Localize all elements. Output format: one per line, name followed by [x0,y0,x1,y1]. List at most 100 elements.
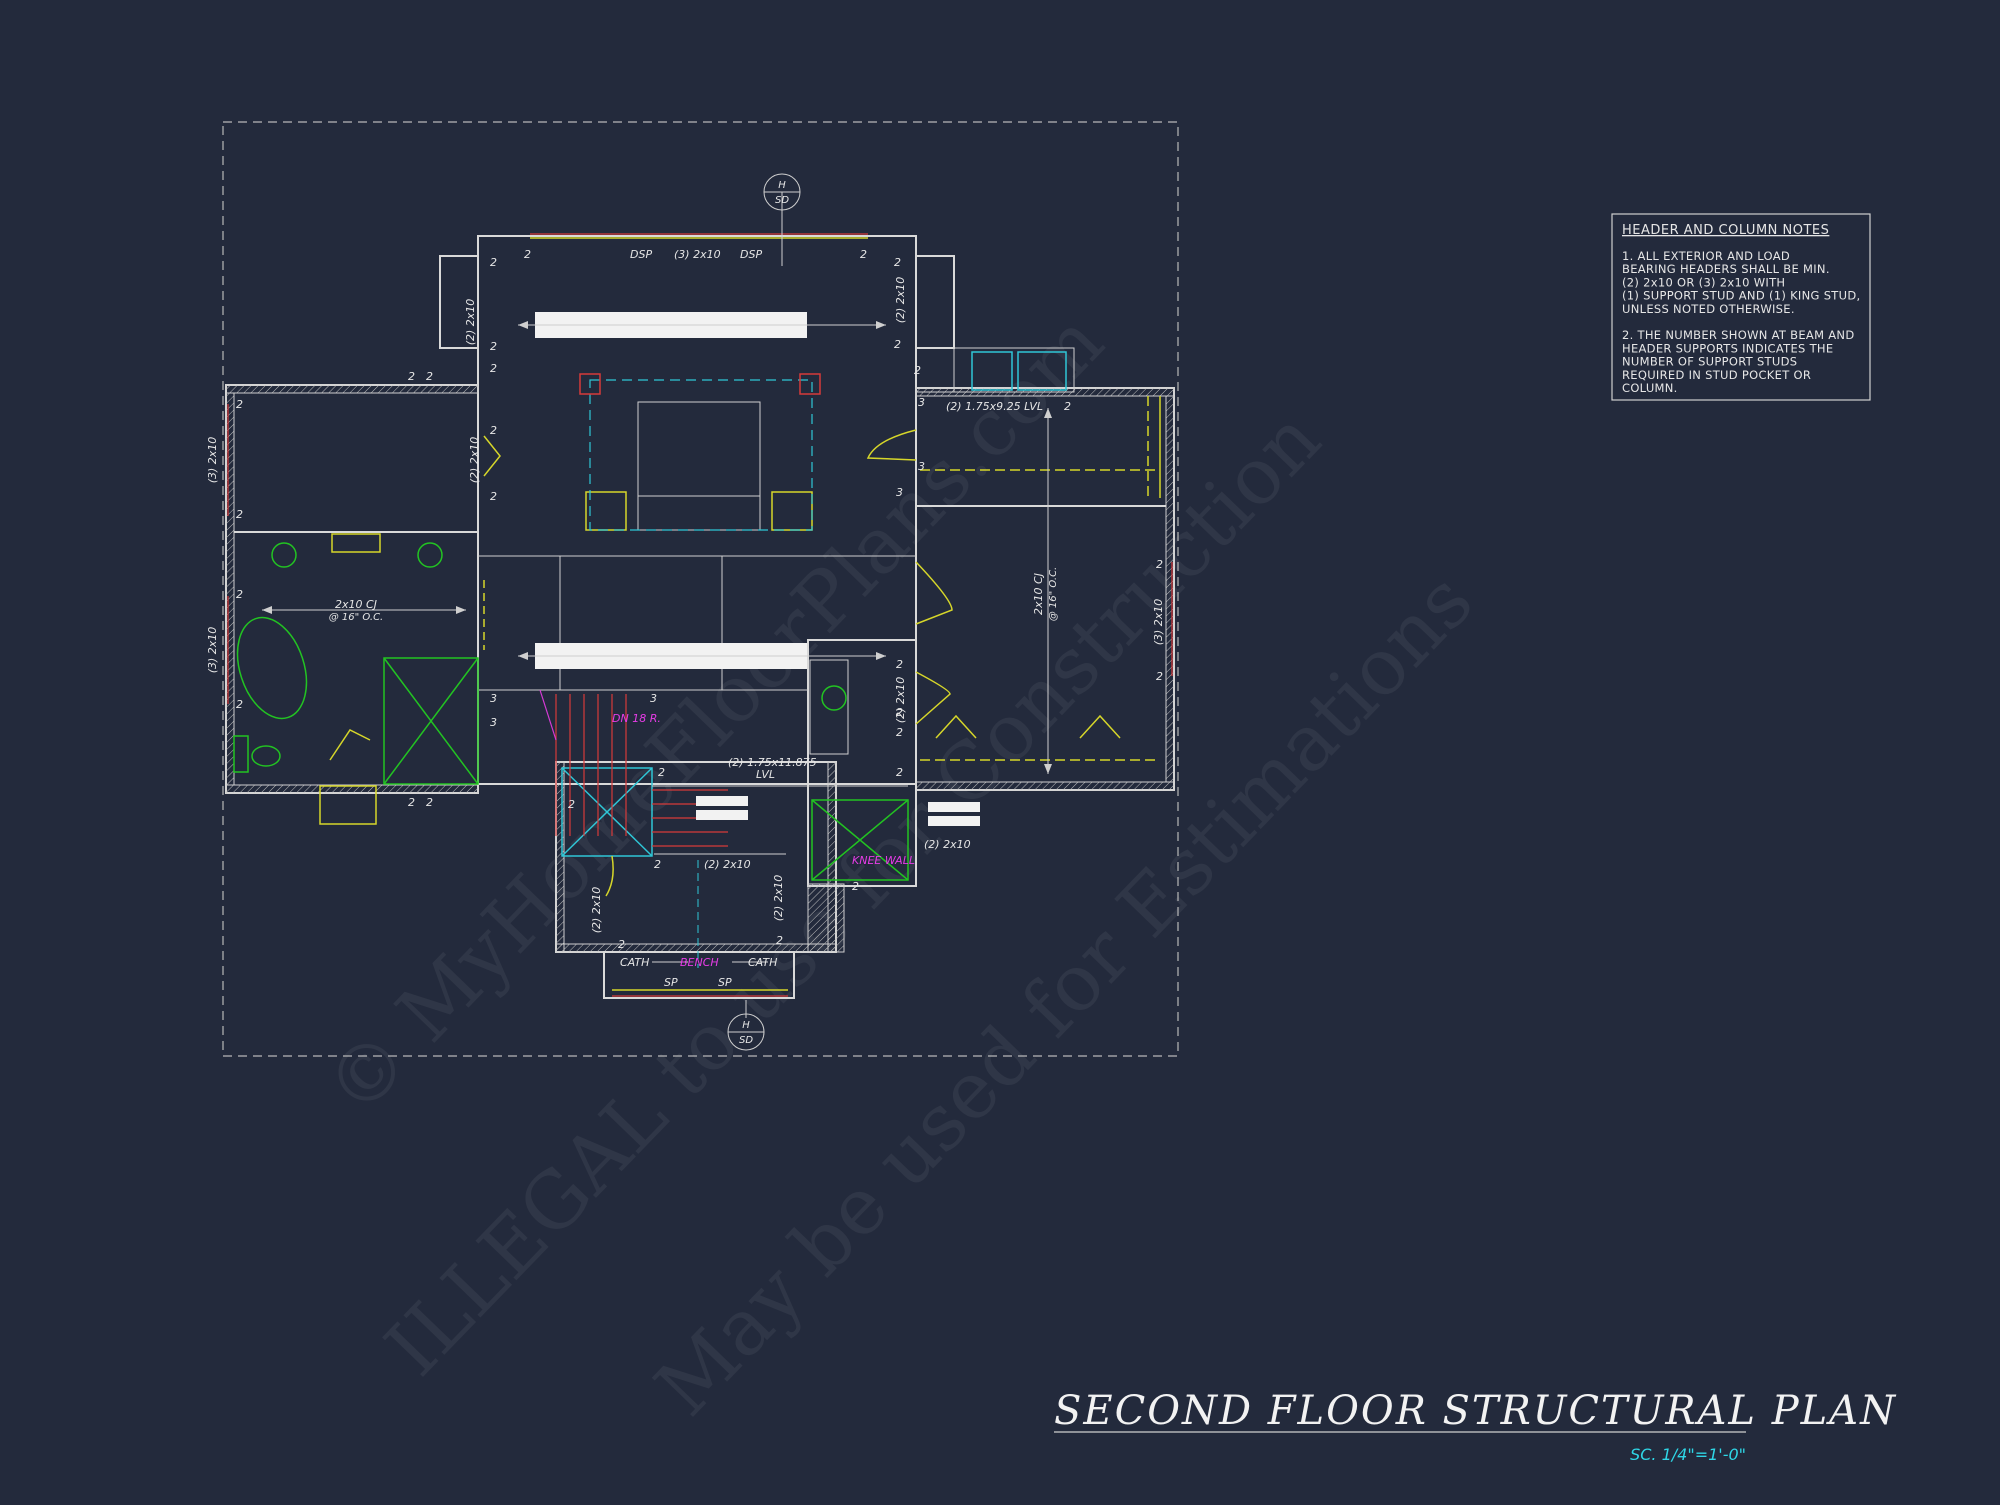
label-header-left-lower: (3) 2x10 [206,627,219,674]
label-header-closet: (2) 2x10 [894,677,907,724]
label-2-top-a: 2 [524,248,531,261]
step-left [319,785,377,825]
shower-left-x2 [383,657,479,785]
label-2-lw-bot-b: 2 [426,796,433,809]
shower-left [383,657,479,785]
notes-line: NUMBER OF SUPPORT STUDS [1622,355,1797,369]
notes-line: COLUMN. [1622,381,1678,395]
nightstand-left [585,491,627,531]
label-2-lw-bot-a: 2 [408,796,415,809]
chase-box [561,767,653,857]
laundry-counter [809,659,849,755]
label-2-lower-c: 2 [654,858,661,871]
label-2-top-b: 2 [860,248,867,261]
label-stair-dn: DN 18 R. [612,712,661,725]
wall-left-wing-side-hatch [225,392,235,786]
wall-right-wing-side-hatch [1165,395,1175,783]
label-2-ur3: 2 [914,364,921,377]
label-lvl-1: (2) 1.75x9.25 LVL [946,400,1043,413]
toilet-tank-left [233,735,249,773]
label-header-top: (3) 2x10 [674,248,721,261]
label-header-bumpout-left: (2) 2x10 [464,299,477,346]
label-2-lvl1: 2 [1064,400,1071,413]
notes-heading: HEADER AND COLUMN NOTES [1622,223,1829,238]
washer [821,685,847,711]
nightstand-right [771,491,813,531]
wall-bottom-bay [603,951,795,999]
notes-frame [1611,213,1871,401]
label-2-lower-d: 2 [618,938,625,951]
door-swing-5 [483,435,501,477]
wall-left-wing-top-hatch [225,384,479,394]
bifold-doors [935,714,1121,739]
label-lvl-2: (2) 1.75x11.875 [728,756,817,769]
label-3-rw-a: 3 [918,396,925,409]
label-2-ul2: 2 [490,340,497,353]
label-3-rw-b: 3 [918,460,925,473]
sink-left [271,542,297,568]
bed [637,401,761,531]
label-header-laundry: (2) 2x10 [924,838,971,851]
label-2-rw-b: 2 [1156,670,1163,683]
post-right [799,373,821,395]
label-2-lower-e: 2 [776,934,783,947]
label-2-lower-a: 2 [658,766,665,779]
label-2-lw-top-b: 2 [426,370,433,383]
post-left [579,373,601,395]
label-header-bumpout-right: (2) 2x10 [894,277,907,324]
door-swing-4 [329,729,371,761]
label-3-stair-b: 3 [490,716,497,729]
label-cath-left: CATH [620,956,649,969]
label-sp-right: SP [718,976,732,989]
label-cj-left: 2x10 CJ [335,598,377,611]
label-2-rc-b: 2 [896,706,903,719]
label-cath-right: CATH [748,956,777,969]
label-bench: BENCH [680,956,719,969]
section-marker-bottom-letter: H [742,1020,750,1031]
label-sp-left: SP [664,976,678,989]
wall-hall-hatch [807,883,845,953]
label-3-stair-c: 3 [650,692,657,705]
notes-line: REQUIRED IN STUD POCKET OR [1622,368,1811,382]
post-block-3 [928,802,980,812]
wall-hall-strip [807,639,917,887]
section-marker-bottom: H SD [727,1013,765,1051]
door-swing-2 [915,561,953,625]
tray-ceiling-dashed [589,379,813,531]
drawing-scale: SC. 1/4"=1'-0" [1630,1445,1746,1464]
wall-bumpout-left [439,255,479,349]
section-marker-bottom-sheet: SD [739,1035,753,1046]
label-2-li-a: 2 [490,424,497,437]
vanity-grille [331,533,381,553]
label-header-left-inner: (2) 2x10 [468,437,481,484]
label-cj-right-oc: @ 16" O.C. [1048,567,1059,622]
notes-line: 2. THE NUMBER SHOWN AT BEAM AND [1622,328,1854,342]
door-swing-1 [866,429,917,461]
label-2-lower-b: 2 [568,798,575,811]
sink-right [417,542,443,568]
label-header-lower-left: (2) 2x10 [590,887,603,934]
section-marker-top-sheet: SD [775,195,789,206]
label-knee-wall: KNEE WALL [852,854,915,867]
label-header-lower-right: (2) 2x10 [772,875,785,922]
label-lvl-word: LVL [756,768,775,781]
section-marker-top: H SD [763,173,801,211]
structural-labels: 2 DSP (3) 2x10 DSP 2 2 2 2 2 2 2 (2) 2x1… [206,248,1165,989]
label-2-ul: 2 [490,256,497,269]
label-2-rw-a: 2 [1156,558,1163,571]
notes-line: 1. ALL EXTERIOR AND LOAD [1622,249,1790,263]
header-column-notes: HEADER AND COLUMN NOTES 1. ALL EXTERIOR … [1611,213,1871,401]
label-2-lw-a: 2 [236,398,243,411]
label-header-left-upper: (3) 2x10 [206,437,219,484]
toilet-bowl-left [251,745,281,767]
wall-lower-bottom-hatch [555,943,837,953]
notes-line: (2) 2x10 OR (3) 2x10 WITH [1622,275,1785,289]
label-3-rw-c: 3 [896,486,903,499]
label-dsp-left: DSP [630,248,652,261]
label-cj-left-oc: @ 16" O.C. [329,612,384,623]
bath-fixture-b [1017,351,1067,391]
section-marker-top-letter: H [778,180,786,191]
